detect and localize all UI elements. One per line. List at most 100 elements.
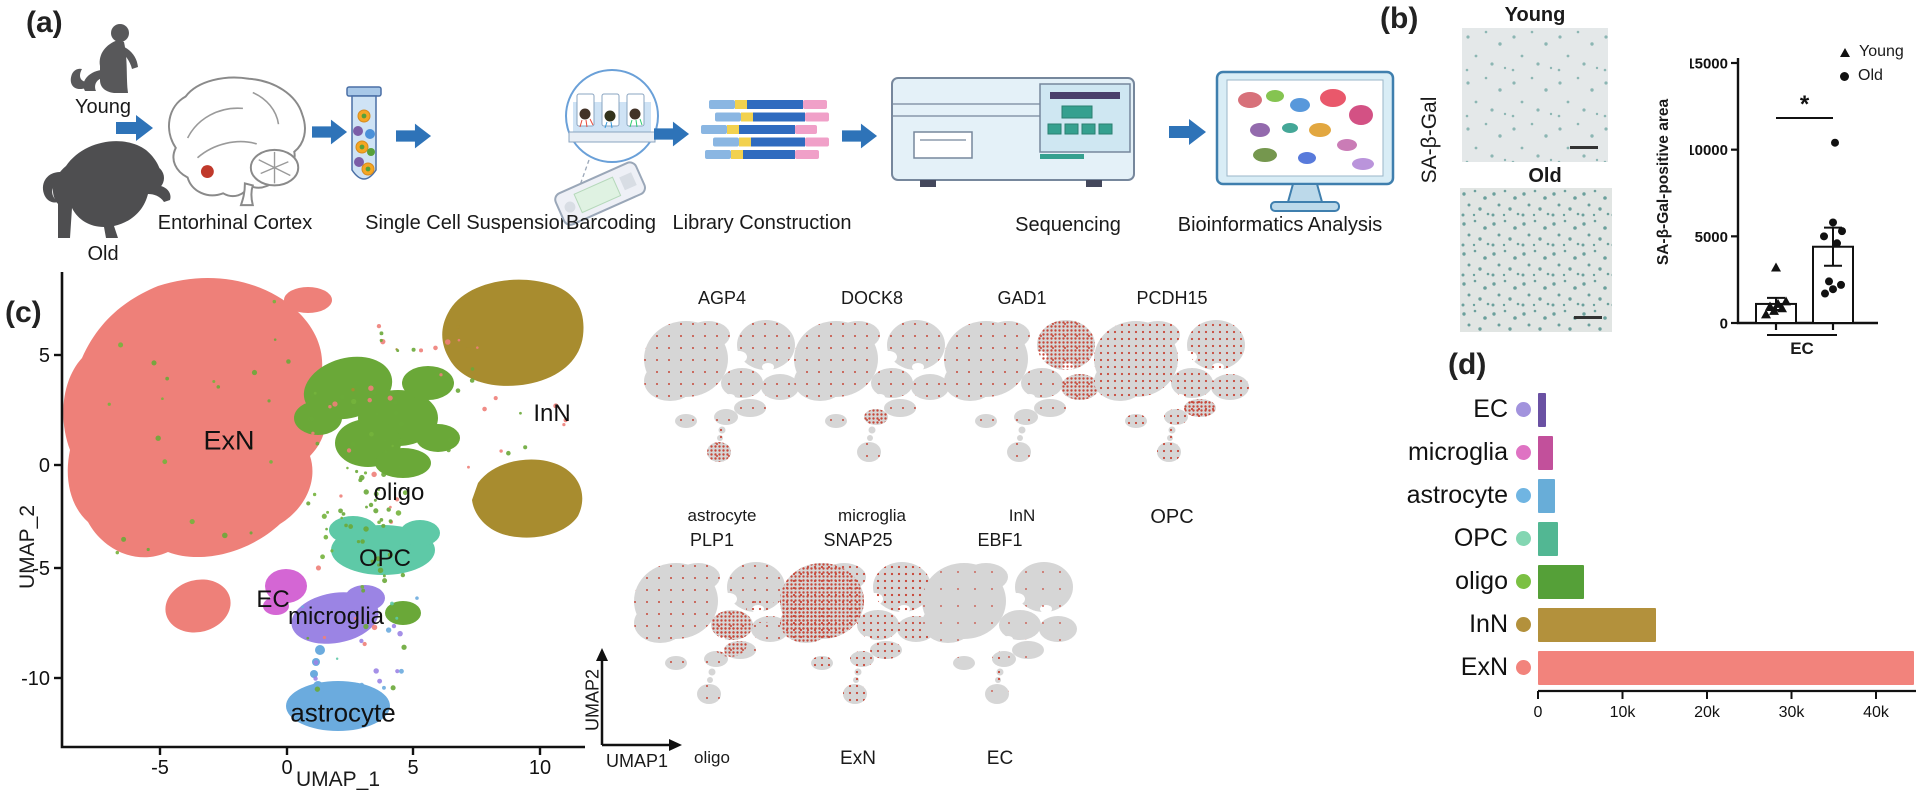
feature-plot-ebf1: EBF1 EC — [920, 530, 1080, 770]
panel-d-tag: (d) — [1448, 348, 1487, 381]
cell-type-label: ExN — [840, 748, 876, 769]
b-plot-ylabel: SA-β-Gal-positive area — [1655, 98, 1672, 266]
umap-ylabel: UMAP_2 — [16, 504, 39, 590]
cell-type-label: OPC — [1150, 506, 1194, 528]
library-construction-icon — [701, 100, 829, 159]
mini-umap-axes-icon — [596, 648, 682, 751]
bar-row-astrocyte: astrocyte — [1400, 474, 1920, 517]
umap-label-microglia: microglia — [287, 603, 385, 630]
arrow-right-icon — [116, 115, 153, 141]
entorhinal-cortex-dot — [200, 165, 214, 178]
feature-plot-snap25: SNAP25 ExN — [778, 530, 938, 770]
svg-text:-10: -10 — [21, 668, 50, 690]
cluster-ec — [263, 569, 307, 615]
svg-text:40k: 40k — [1863, 704, 1890, 721]
umap-label-opc: OPC — [358, 545, 412, 572]
cell-type-label: InN — [1008, 506, 1036, 525]
arrow-right-icon — [312, 119, 348, 145]
cluster-exn — [63, 277, 332, 633]
svg-text:5: 5 — [407, 757, 418, 779]
feature-umap — [778, 551, 938, 733]
feature-umap — [942, 309, 1102, 491]
svg-text:10000: 10000 — [1690, 142, 1728, 159]
arrow-right-icon — [396, 123, 432, 149]
bar-row-EC: EC — [1400, 388, 1920, 431]
svg-text:20k: 20k — [1694, 704, 1721, 721]
step-sequencing: Sequencing — [1015, 214, 1121, 236]
young-image-title: Young — [1504, 4, 1566, 26]
cluster-color-dot — [1516, 574, 1531, 589]
arrow-right-icon — [842, 123, 878, 149]
count-bar — [1538, 607, 1657, 642]
cluster-opc — [329, 516, 440, 575]
count-bar — [1538, 478, 1555, 513]
svg-text:0: 0 — [281, 757, 292, 779]
monitor-bioinformatics-icon — [1215, 70, 1395, 212]
arrow-right-icon — [654, 121, 690, 147]
gene-title: GAD1 — [997, 288, 1047, 308]
svg-text:15000: 15000 — [1690, 56, 1728, 73]
feature-umap — [642, 309, 802, 491]
feature-plot-plp1: PLP1 oligo — [632, 530, 792, 768]
brain-icon — [168, 76, 306, 207]
bar-row-InN: InN — [1400, 603, 1920, 646]
svg-text:5000: 5000 — [1695, 229, 1728, 246]
gene-title: AGP4 — [697, 288, 747, 308]
svg-text:-5: -5 — [151, 757, 169, 779]
gene-title: DOCK8 — [840, 288, 903, 308]
young-monkey-icon — [70, 24, 138, 93]
old-image-title: Old — [1528, 165, 1562, 187]
scale-bar — [1574, 316, 1602, 319]
bar-row-microglia: microglia — [1400, 431, 1920, 474]
old-monkey-icon — [42, 141, 171, 238]
old-monkey-label: Old — [87, 243, 119, 265]
bar-row-ExN: ExN — [1400, 646, 1920, 689]
panel-c-tag: (c) — [5, 296, 42, 329]
gene-title: EBF1 — [977, 530, 1023, 550]
arrow-right-icon — [1169, 119, 1206, 145]
svg-text:10k: 10k — [1610, 704, 1637, 721]
barcoding-icon — [554, 69, 659, 226]
umap-label-inn: InN — [533, 400, 571, 427]
step-entorhinal-cortex: Entorhinal Cortex — [157, 212, 313, 234]
tube-icon — [346, 86, 382, 180]
bar-label: InN — [1469, 610, 1508, 638]
b-group-axis-label: EC — [1767, 334, 1837, 359]
legend-old: Old — [1858, 67, 1883, 84]
count-bar — [1538, 521, 1559, 556]
cluster-color-dot — [1516, 488, 1531, 503]
bar-label: OPC — [1453, 524, 1508, 552]
b-plot-legend: Young Old — [1840, 40, 1904, 88]
svg-text:5: 5 — [39, 345, 50, 367]
feature-plot-pcdh15: PCDH15 OPC — [1092, 288, 1252, 529]
count-bar — [1538, 650, 1915, 685]
stain-label: SA-β-Gal — [1418, 96, 1441, 184]
umap-label-exn: ExN — [203, 425, 255, 456]
cell-type-label: EC — [986, 748, 1014, 769]
sa-b-gal-old-image — [1460, 188, 1612, 332]
feature-umap — [1092, 309, 1252, 491]
umap-xlabel: UMAP_1 — [295, 768, 381, 791]
cluster-color-dot — [1516, 402, 1531, 417]
cluster-astrocyte — [286, 645, 390, 731]
cluster-color-dot — [1516, 617, 1531, 632]
feature-umap — [792, 309, 952, 491]
gene-title: PCDH15 — [1136, 288, 1208, 308]
feature-plot-gad1: GAD1 InN — [942, 288, 1102, 526]
svg-text:-5: -5 — [32, 558, 50, 580]
sa-b-gal-young-image — [1462, 28, 1608, 162]
bar-label: ExN — [1460, 653, 1508, 681]
bar-label: microglia — [1407, 438, 1508, 466]
bar-row-OPC: OPC — [1400, 517, 1920, 560]
bar-label: EC — [1473, 395, 1508, 423]
svg-text:0: 0 — [1720, 316, 1728, 333]
cluster-microglia — [291, 585, 385, 644]
old-circle-icon — [1840, 71, 1849, 81]
cell-type-label: oligo — [694, 748, 730, 767]
young-monkey-label: Young — [75, 96, 131, 118]
count-bar — [1538, 435, 1554, 470]
step-single-cell-suspension: Single Cell Suspension — [365, 212, 571, 234]
